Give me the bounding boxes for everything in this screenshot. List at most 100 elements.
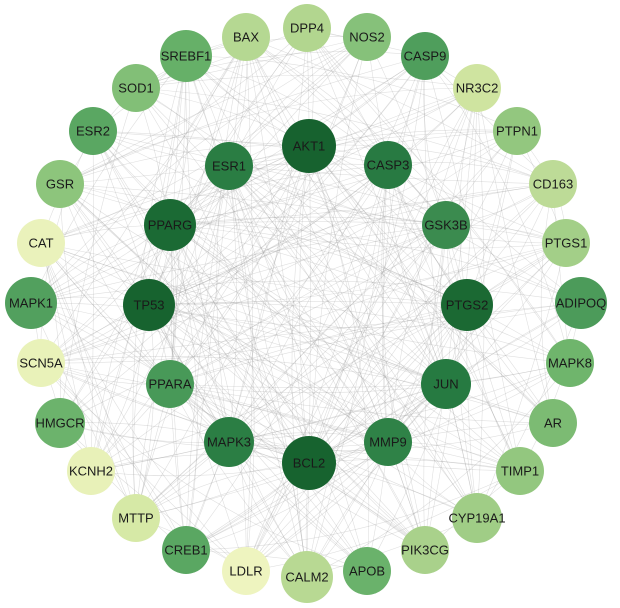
network-edge bbox=[228, 145, 310, 443]
node-sod1[interactable]: SOD1 bbox=[112, 64, 160, 112]
node-calm2[interactable]: CALM2 bbox=[281, 551, 333, 603]
node-scn5a[interactable]: SCN5A bbox=[17, 339, 65, 387]
node-casp3[interactable]: CASP3 bbox=[364, 141, 412, 189]
node-hmgcr[interactable]: HMGCR bbox=[35, 398, 85, 448]
network-edge bbox=[308, 55, 426, 464]
node-label: MMP9 bbox=[369, 435, 407, 450]
network-edge bbox=[40, 242, 137, 519]
node-circle bbox=[401, 32, 449, 80]
network-edge bbox=[228, 165, 582, 304]
node-tp53[interactable]: TP53 bbox=[123, 279, 175, 331]
network-edge bbox=[90, 224, 171, 472]
node-srebf1[interactable]: SREBF1 bbox=[160, 30, 212, 82]
network-edge bbox=[228, 165, 447, 226]
node-ptgs1[interactable]: PTGS1 bbox=[542, 219, 590, 267]
network-edge bbox=[466, 304, 478, 519]
network-edge bbox=[92, 130, 521, 472]
node-ar[interactable]: AR bbox=[529, 399, 577, 447]
network-edge bbox=[185, 55, 308, 578]
node-apob[interactable]: APOB bbox=[343, 547, 391, 595]
node-adipoq[interactable]: ADIPOQ bbox=[555, 277, 607, 329]
network-edge bbox=[169, 183, 554, 226]
node-nr3c2[interactable]: NR3C2 bbox=[453, 64, 501, 112]
node-mapk8[interactable]: MAPK8 bbox=[546, 339, 594, 387]
node-mapk3[interactable]: MAPK3 bbox=[204, 417, 254, 467]
network-edge bbox=[59, 183, 137, 519]
network-edge bbox=[135, 304, 155, 519]
node-gsk3b[interactable]: GSK3B bbox=[422, 201, 470, 249]
network-edge bbox=[228, 362, 571, 443]
network-edge bbox=[169, 183, 554, 385]
node-circle bbox=[222, 13, 270, 61]
node-bcl2[interactable]: BCL2 bbox=[282, 436, 336, 490]
network-edge bbox=[135, 87, 554, 185]
node-ptgs2[interactable]: PTGS2 bbox=[441, 279, 493, 331]
network-edge bbox=[245, 36, 468, 306]
network-edge bbox=[540, 183, 554, 424]
node-dpp4[interactable]: DPP4 bbox=[283, 4, 331, 52]
node-ptpn1[interactable]: PTPN1 bbox=[493, 107, 541, 155]
node-gsr[interactable]: GSR bbox=[36, 160, 84, 208]
network-edge bbox=[228, 165, 310, 464]
network-edge bbox=[306, 27, 447, 226]
node-ppara[interactable]: PPARA bbox=[146, 360, 194, 408]
network-edge bbox=[92, 130, 567, 244]
node-circle bbox=[162, 526, 210, 574]
network-edge bbox=[135, 242, 567, 519]
network-edge bbox=[381, 164, 426, 551]
node-nos2[interactable]: NOS2 bbox=[343, 13, 391, 61]
network-edge bbox=[40, 302, 582, 364]
network-edge bbox=[424, 55, 521, 472]
node-cyp19a1[interactable]: CYP19A1 bbox=[448, 493, 506, 543]
node-label: AKT1 bbox=[293, 139, 326, 154]
network-edge bbox=[135, 145, 310, 519]
node-circle bbox=[67, 447, 115, 495]
node-timp1[interactable]: TIMP1 bbox=[496, 447, 544, 495]
node-esr1[interactable]: ESR1 bbox=[205, 142, 253, 190]
node-bax[interactable]: BAX bbox=[222, 13, 270, 61]
network-edge bbox=[185, 55, 426, 551]
node-circle bbox=[343, 547, 391, 595]
network-edge bbox=[59, 165, 230, 185]
network-edge bbox=[299, 145, 310, 464]
node-mmp9[interactable]: MMP9 bbox=[364, 418, 412, 466]
node-akt1[interactable]: AKT1 bbox=[282, 119, 336, 173]
node-pik3cg[interactable]: PIK3CG bbox=[401, 526, 449, 574]
node-mapk1[interactable]: MAPK1 bbox=[5, 277, 57, 329]
node-label: PPARA bbox=[148, 377, 191, 392]
network-edge bbox=[169, 224, 521, 472]
network-edge bbox=[169, 304, 468, 385]
node-mttp[interactable]: MTTP bbox=[112, 494, 160, 542]
node-pparg[interactable]: PPARG bbox=[144, 199, 196, 251]
network-edge bbox=[169, 36, 368, 385]
node-creb1[interactable]: CREB1 bbox=[162, 526, 210, 574]
network-edge bbox=[40, 242, 247, 572]
node-cat[interactable]: CAT bbox=[17, 219, 65, 267]
network-edge bbox=[90, 242, 567, 472]
node-cd163[interactable]: CD163 bbox=[529, 160, 577, 208]
network-edge bbox=[228, 165, 389, 443]
node-esr2[interactable]: ESR2 bbox=[69, 107, 117, 155]
node-circle bbox=[364, 141, 412, 189]
network-edge bbox=[216, 36, 247, 443]
network-edge bbox=[245, 36, 521, 472]
network-edge bbox=[228, 304, 468, 443]
node-label: SOD1 bbox=[118, 81, 153, 96]
node-circle bbox=[160, 30, 212, 82]
network-edge bbox=[92, 130, 447, 385]
network-edge bbox=[245, 87, 478, 572]
network-edge bbox=[169, 165, 230, 385]
network-edge bbox=[169, 224, 426, 551]
network-edge bbox=[387, 362, 571, 443]
node-circle bbox=[555, 277, 607, 329]
node-kcnh2[interactable]: KCNH2 bbox=[67, 447, 115, 495]
node-circle bbox=[69, 107, 117, 155]
node-casp9[interactable]: CASP9 bbox=[401, 32, 449, 80]
network-edge bbox=[148, 304, 426, 551]
node-ldlr[interactable]: LDLR bbox=[222, 547, 270, 595]
node-jun[interactable]: JUN bbox=[421, 359, 471, 409]
network-edge bbox=[228, 165, 308, 578]
network-edge bbox=[169, 242, 567, 385]
network-edge bbox=[476, 242, 567, 519]
network-edge bbox=[308, 145, 554, 424]
